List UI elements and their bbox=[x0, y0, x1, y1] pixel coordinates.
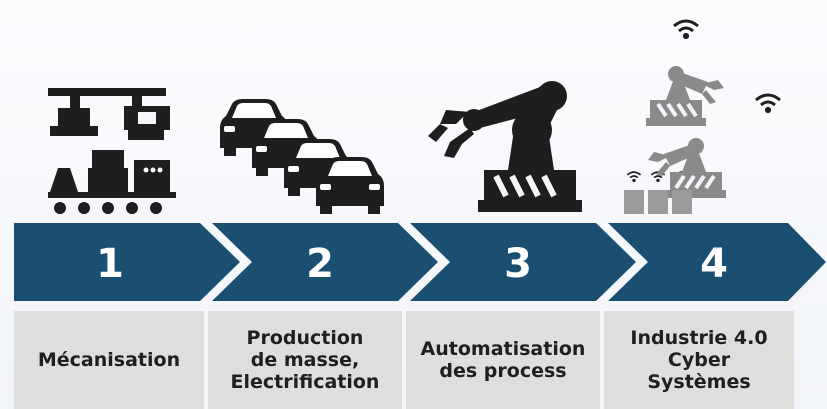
timeline-arrow: 1 2 3 4 bbox=[14, 223, 826, 301]
robot-arm-icon bbox=[428, 81, 582, 212]
stage-label-1: Mécanisation bbox=[14, 311, 204, 409]
robot-grey-icon bbox=[646, 136, 728, 200]
stage-label-4: Industrie 4.0 Cyber Systèmes bbox=[604, 311, 794, 409]
robot-grey-icon bbox=[644, 64, 726, 128]
stage-label-2: Production de masse, Electrification bbox=[208, 311, 402, 409]
box-stack-icon bbox=[624, 190, 692, 214]
wifi-icon bbox=[754, 93, 782, 115]
conveyor-machine-icon bbox=[48, 88, 176, 214]
wifi-icon bbox=[626, 171, 642, 183]
wifi-icon bbox=[672, 19, 700, 41]
cars-icon bbox=[220, 99, 384, 214]
arrow-segment-3 bbox=[410, 223, 636, 301]
step-number-2: 2 bbox=[306, 241, 334, 287]
step-number-1: 1 bbox=[96, 241, 124, 287]
step-number-4: 4 bbox=[700, 241, 728, 287]
step-number-3: 3 bbox=[504, 241, 532, 287]
stage-label-3: Automatisation des process bbox=[406, 311, 600, 409]
arrow-segment-1 bbox=[14, 223, 240, 301]
arrow-segment-4 bbox=[608, 223, 826, 301]
arrow-segment-2 bbox=[212, 223, 438, 301]
connected-robots-icon bbox=[624, 19, 782, 214]
